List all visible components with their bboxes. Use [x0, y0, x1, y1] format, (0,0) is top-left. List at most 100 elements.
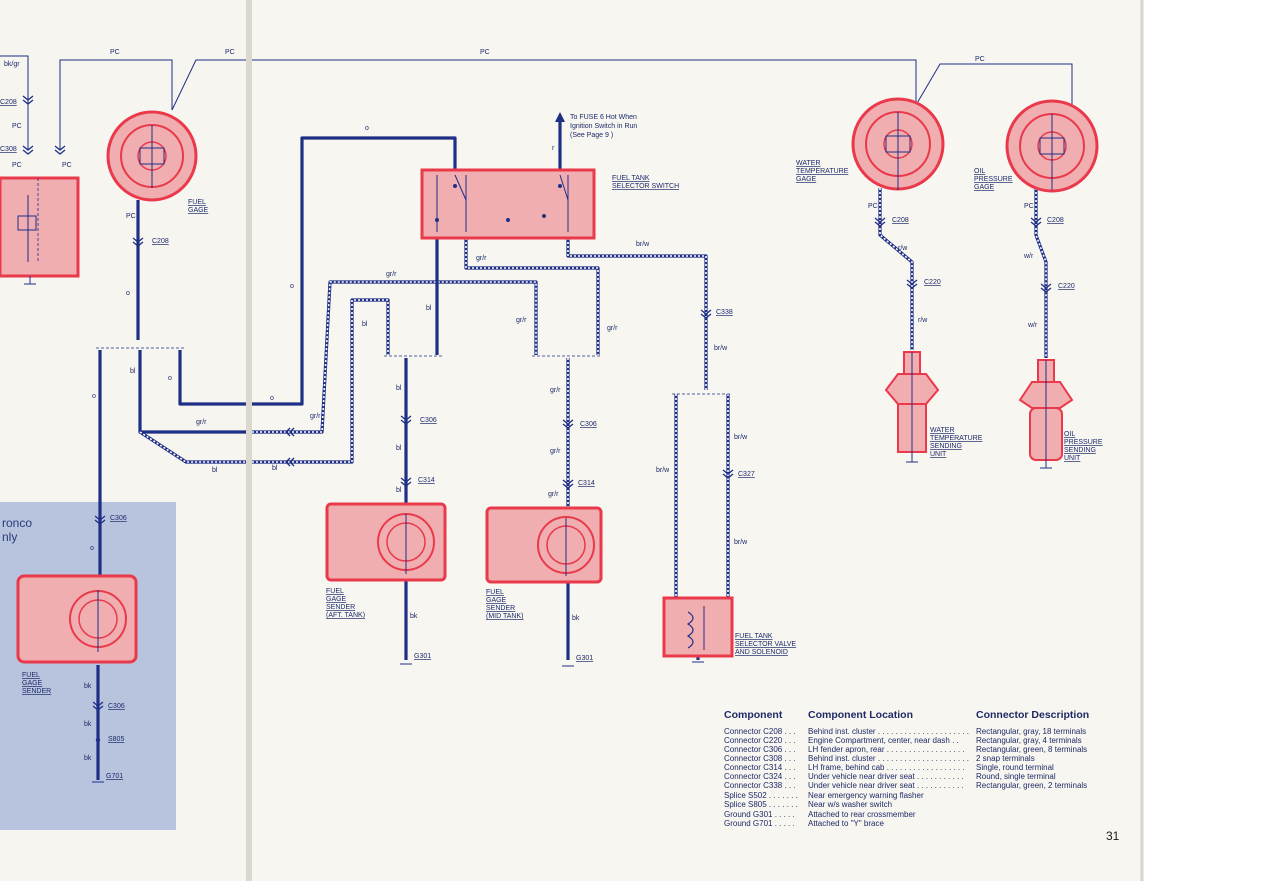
wire-o-label-3: o	[290, 283, 294, 290]
left-gage-box	[0, 176, 80, 278]
aft-sender-label-3: SENDER	[326, 604, 355, 611]
bronco-only-label-1: ronco	[2, 516, 32, 530]
bronco-sender-label-1: FUEL	[22, 672, 40, 679]
wire-br-w-label-5: br/w	[734, 539, 748, 546]
legend-component-cell: Connector C220 . . .	[724, 736, 796, 745]
wire-gr-r-label-3: gr/r	[386, 271, 397, 278]
oil-sender-label-4: UNIT	[1064, 455, 1081, 462]
bronco-sender-label-2: GAGE	[22, 680, 43, 687]
legend-description-cell: Round, single terminal	[976, 772, 1056, 781]
wire-bk-label-4: bk	[84, 721, 92, 728]
oil-pressure-gage-label-2: PRESSURE	[974, 176, 1013, 183]
oil-sender-label-2: PRESSURE	[1064, 439, 1103, 446]
s805-label: S805	[108, 736, 124, 743]
aft-sender-label-1: FUEL	[326, 588, 344, 595]
wire-r-w-label-2: r/w	[918, 317, 928, 324]
c308-label: C308	[0, 146, 17, 153]
fuel-gage-sender-bronco: FUEL GAGE SENDER	[16, 574, 138, 783]
legend-location-cell: Attached to "Y" brace	[808, 819, 884, 828]
fuse-note-line-1: To FUSE 6 Hot When	[570, 114, 637, 121]
water-temp-sender-label-3: SENDING	[930, 443, 962, 450]
wire-o-label-7: o	[90, 545, 94, 552]
wire-br-w-label-2: br/w	[714, 345, 728, 352]
pc-label-3: PC	[480, 49, 490, 56]
background-edge	[1142, 0, 1280, 881]
legend-location-cell: Attached to rear crossmember	[808, 810, 916, 819]
c208-label-left: C208	[0, 99, 17, 106]
wire-bl-label-4: bl	[362, 321, 368, 328]
fuel-gage-label-2: GAGE	[188, 207, 209, 214]
connector-labels: C306 C306 C306 C306 C314 C314 C208 C208 …	[106, 203, 1075, 780]
legend-component-cell: Connector C308 . . .	[724, 754, 796, 763]
fuel-gage-sender-mid-tank: FUEL GAGE SENDER (MID TANK)	[485, 506, 603, 667]
wire-gr-r-label-6: gr/r	[607, 325, 618, 332]
mid-sender-label-1: FUEL	[486, 589, 504, 596]
pc-label-2: PC	[225, 49, 235, 56]
c327-label: C327	[738, 471, 755, 478]
wire-o-label-6: o	[92, 393, 96, 400]
wire-bk-label-3: bk	[84, 683, 92, 690]
wire-gr-r-label-2: gr/r	[310, 413, 321, 420]
legend-component-cell: Ground G301 . . . . .	[724, 810, 795, 819]
page-gutter	[246, 0, 252, 881]
legend-description-cell: Rectangular, gray, 18 terminals	[976, 727, 1087, 736]
pc-label-7: PC	[62, 162, 72, 169]
legend-location-cell: Under vehicle near driver seat . . . . .…	[808, 781, 964, 790]
c306-label-2: C306	[580, 421, 597, 428]
wire-bl-label-8: bl	[396, 487, 402, 494]
water-temperature-gage: WATER TEMPERATURE GAGE	[796, 97, 945, 191]
wire-bk-label-2: bk	[572, 615, 580, 622]
wire-bl-label-7: bl	[396, 445, 402, 452]
wire-r-w-label-1: r/w	[898, 245, 908, 252]
wire-gr-r-label-9: gr/r	[548, 491, 559, 498]
c306-label-4: C306	[108, 703, 125, 710]
wire-r-label: r	[552, 145, 555, 152]
wire-bk-label-1: bk	[410, 613, 418, 620]
fuse-note-line-2: Ignition Switch in Run	[570, 123, 637, 130]
wire-bl-label-2: bl	[212, 467, 218, 474]
wire-br-w-label-1: br/w	[636, 241, 650, 248]
left-instrument-block: C208 PC C308 PC PC	[0, 99, 80, 285]
legend-description-cell: 2 snap terminals	[976, 754, 1035, 763]
water-temp-gage-label-3: GAGE	[796, 176, 817, 183]
c338-label: C338	[716, 309, 733, 316]
fuse-note-line-3: (See Page 9 )	[570, 132, 613, 139]
c208-label-fuelgage: C208	[152, 238, 169, 245]
wire-o-label-5: o	[168, 375, 172, 382]
wire-harness	[96, 112, 1048, 780]
aft-sender-label-4: (AFT. TANK)	[326, 612, 365, 619]
legend-location-cell: Engine Compartment, center, near dash . …	[808, 736, 959, 745]
legend-component-cell: Connector C324 . . .	[724, 772, 796, 781]
valve-label-3: AND SOLENOID	[735, 649, 788, 656]
legend-component-cell: Connector C208 . . .	[724, 727, 796, 736]
wire-w-r-label-1: w/r	[1023, 253, 1034, 260]
page-number: 31	[1106, 829, 1120, 843]
g701-label: G701	[106, 773, 123, 780]
selector-switch-label-2: SELECTOR SWITCH	[612, 183, 679, 190]
splice-dashed-lines	[96, 203, 732, 395]
wire-gr-r-label-1: gr/r	[196, 419, 207, 426]
oil-pressure-gage-label-1: OIL	[974, 168, 985, 175]
wire-bl-label-5: bl	[426, 305, 432, 312]
bronco-only-label-2: nly	[2, 530, 17, 544]
wire-br-w-label-4: br/w	[656, 467, 670, 474]
water-temp-gage-label-1: WATER	[796, 160, 821, 167]
legend-description-cell: Rectangular, green, 8 terminals	[976, 745, 1088, 754]
c208-label-2: C208	[892, 217, 909, 224]
wire-o-label-1: o	[126, 290, 130, 297]
mid-sender-label-2: GAGE	[486, 597, 507, 604]
wire-bl-label-1: bl	[130, 368, 136, 375]
wire-gr-r-label-4: gr/r	[476, 255, 487, 262]
legend-component-cell: Connector C306 . . .	[724, 745, 796, 754]
water-temp-sender-label-2: TEMPERATURE	[930, 435, 983, 442]
fuel-gage: FUEL GAGE PC C208 o	[106, 110, 209, 297]
wire-gr-r-label-8: gr/r	[550, 448, 561, 455]
wire-o-label-4: o	[270, 395, 274, 402]
wire-gr-r-label-5: gr/r	[516, 317, 527, 324]
legend-description-cell: Rectangular, gray, 4 terminals	[976, 736, 1082, 745]
legend-header-description: Connector Description	[976, 709, 1090, 721]
oil-pressure-gage: OIL PRESSURE GAGE	[974, 99, 1099, 193]
valve-label-2: SELECTOR VALVE	[735, 641, 796, 648]
